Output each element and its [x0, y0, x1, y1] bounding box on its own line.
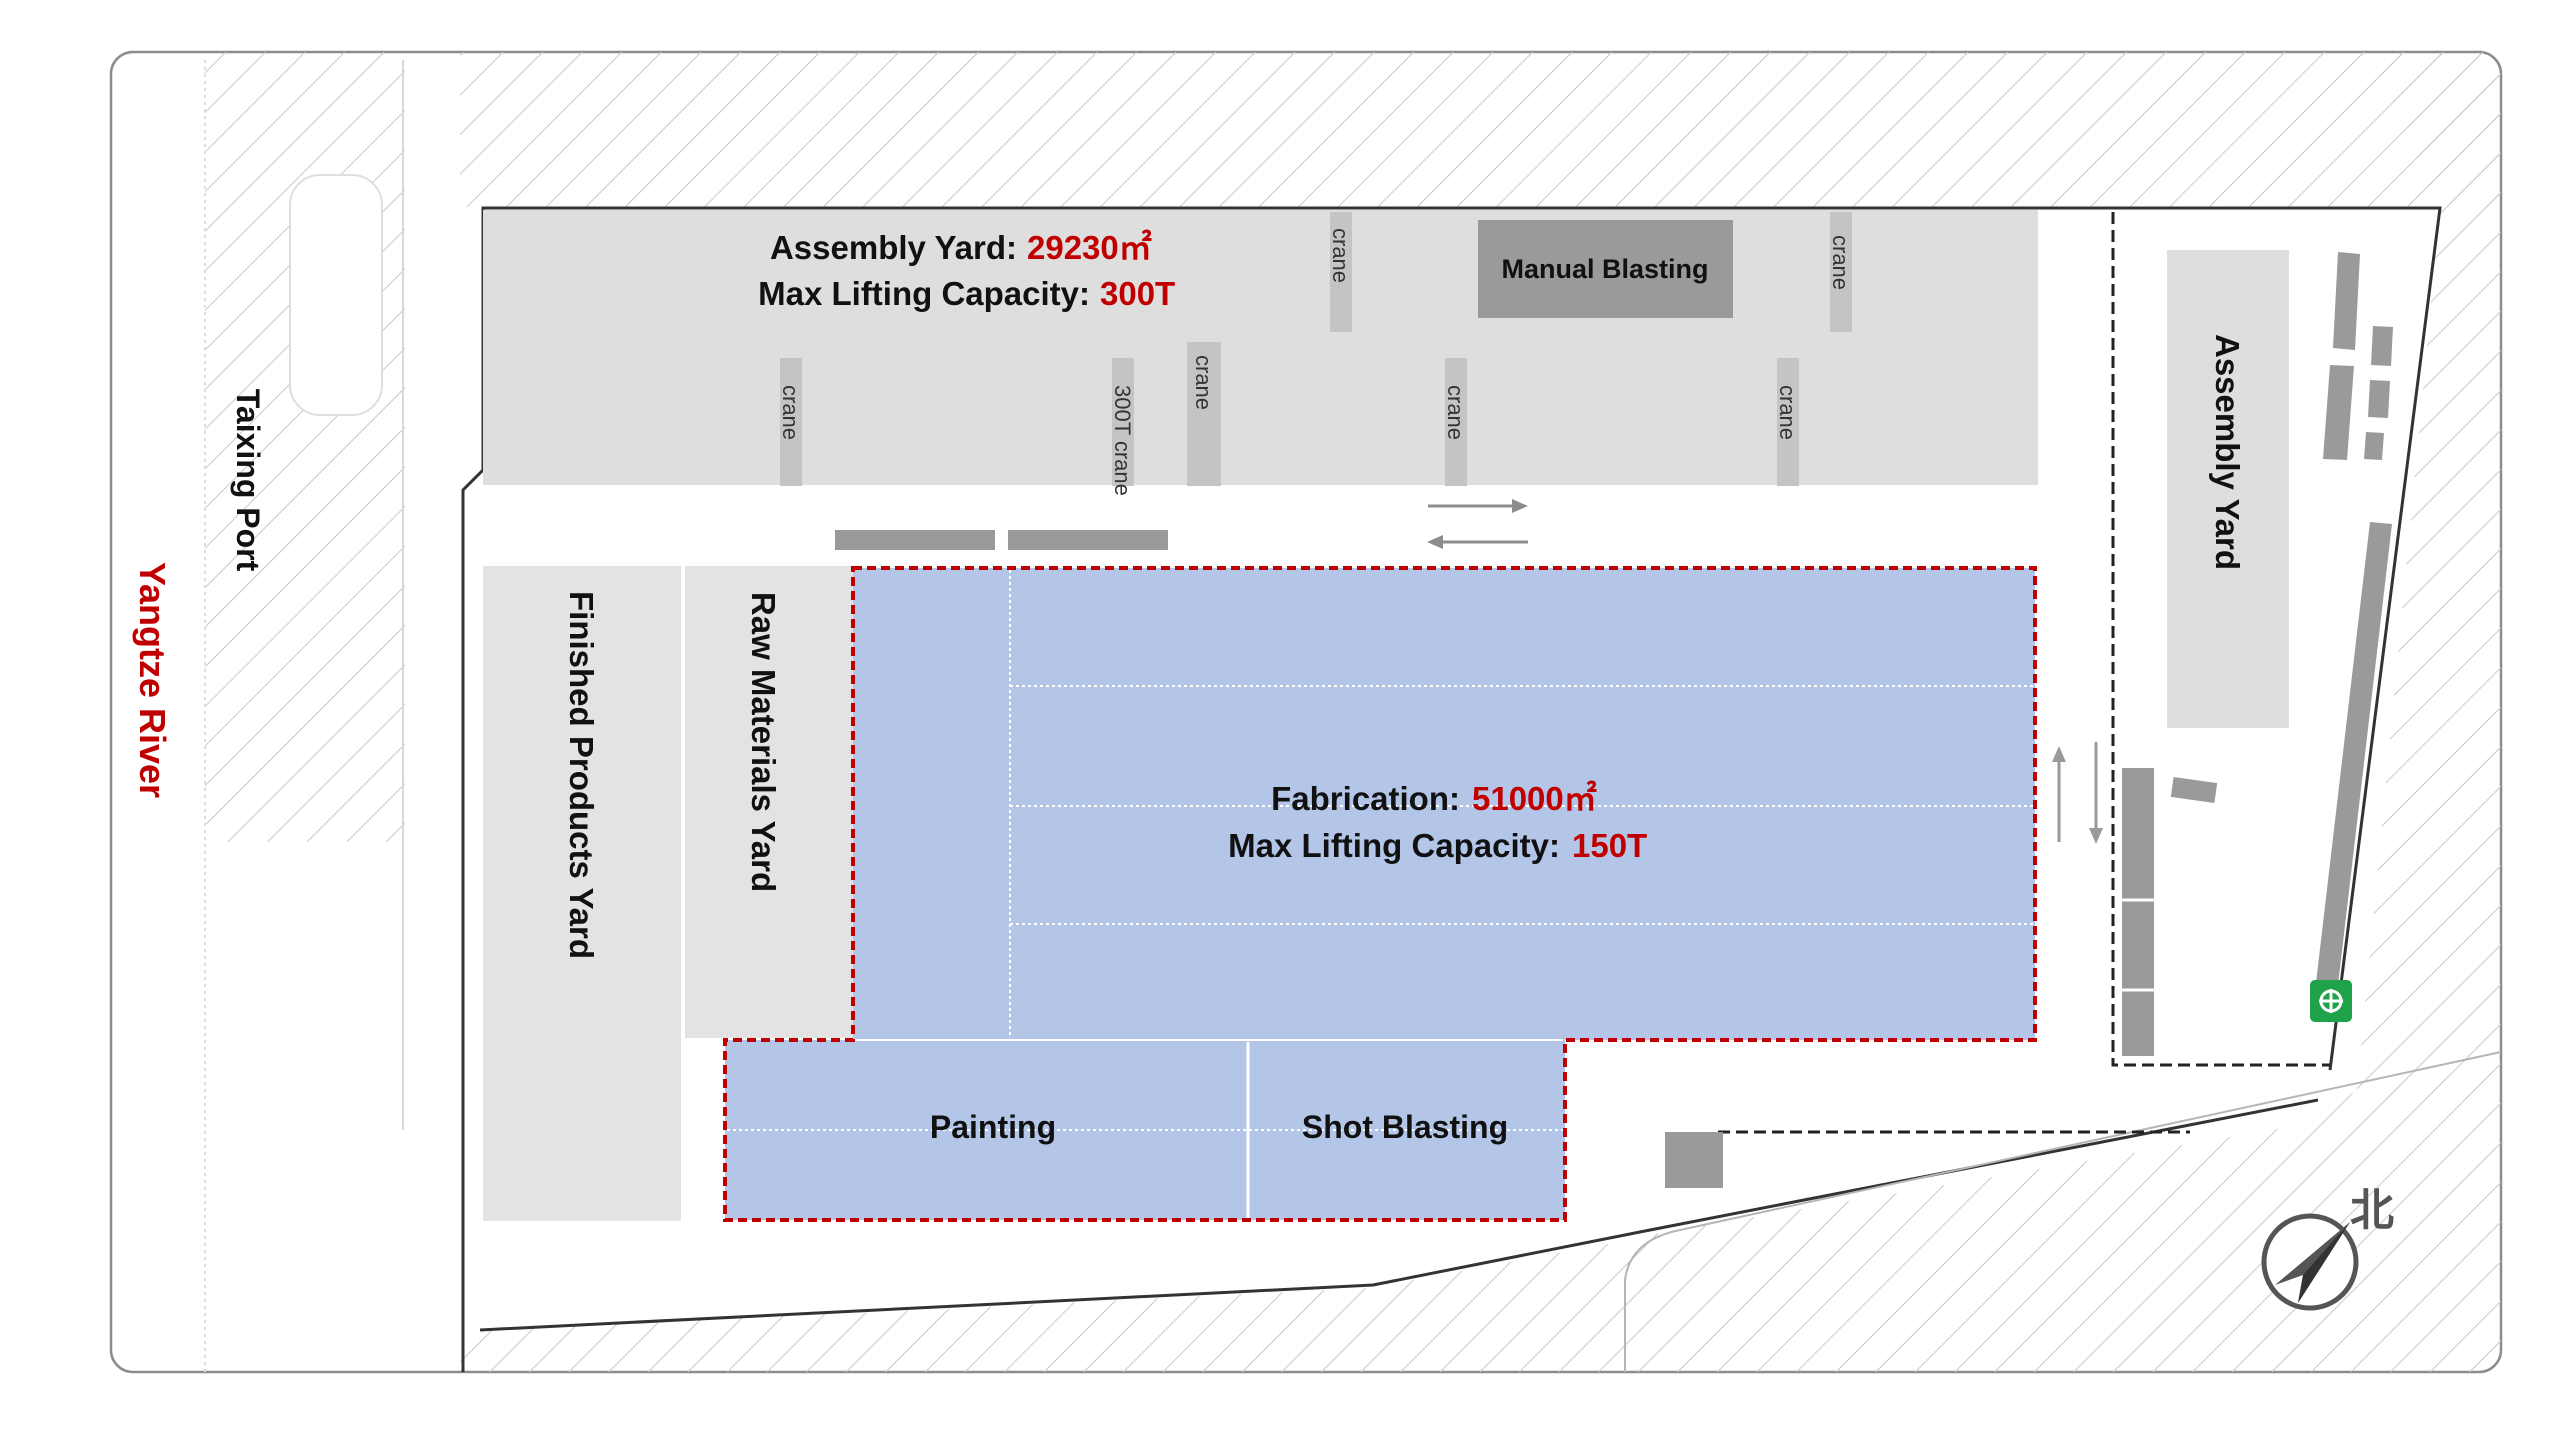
- crane-label: crane: [1775, 385, 1800, 440]
- port-label: Taixing Port: [230, 389, 266, 572]
- south-hatch-area: [460, 1070, 2501, 1372]
- fabrication-capacity-label: Max Lifting Capacity:: [1228, 827, 1560, 864]
- north-label: 北: [2350, 1186, 2394, 1235]
- river-label: Yangtze River: [132, 562, 173, 798]
- crane-strip: [1330, 212, 1352, 332]
- two-way-arrow-icon: [1427, 499, 1528, 549]
- crane-label: crane: [1328, 228, 1353, 283]
- east-hatch-area: [2356, 52, 2501, 1100]
- assembly-yard-area-value: 29230㎡: [1027, 229, 1152, 266]
- raw-materials-yard: [685, 566, 853, 1038]
- fabrication-zone: [725, 568, 2035, 1220]
- crane-strip: [1112, 358, 1134, 486]
- finished-products-yard-label: Finished Products Yard: [563, 591, 600, 959]
- manual-blasting-block: [1478, 220, 1733, 318]
- painting-label: Painting: [930, 1109, 1056, 1145]
- crane-strip: [1777, 358, 1799, 486]
- crane-label: crane: [778, 385, 803, 440]
- assembly-yard-right-label: Assembly Yard: [2209, 334, 2246, 570]
- crane-strip: [1187, 342, 1221, 486]
- crane-label: crane: [1828, 235, 1853, 290]
- shot-blasting-label: Shot Blasting: [1302, 1109, 1508, 1145]
- port-road: [289, 174, 383, 416]
- fabrication-zone-outline: [723, 566, 2037, 1222]
- road-block: [1008, 530, 1168, 550]
- crane-label: crane: [1443, 385, 1468, 440]
- right-zone-boundary: [2111, 212, 2330, 1067]
- fabrication-bay-lines: [727, 570, 2033, 1131]
- emergency-exit-icon: [2310, 980, 2352, 1022]
- south-road-curve: [1624, 1051, 2501, 1372]
- assembly-yard-capacity-value: 300T: [1100, 275, 1175, 312]
- assembly-yard-right: [2167, 250, 2289, 728]
- assembly-yard-top: [483, 210, 2038, 485]
- crane-strip: [1445, 358, 1467, 486]
- fabrication-area-value: 51000㎡: [1472, 780, 1597, 817]
- assembly-yard-capacity-label: Max Lifting Capacity:: [758, 275, 1090, 312]
- crane-label: 300T crane: [1110, 385, 1135, 496]
- crane-strip: [780, 358, 802, 486]
- compass-icon: [2261, 1213, 2359, 1311]
- fabrication-capacity-value: 150T: [1572, 827, 1647, 864]
- finished-products-yard: [483, 566, 681, 1221]
- assembly-yard-area-label: Assembly Yard:: [770, 229, 1017, 266]
- crane-label-300t: crane: [1191, 355, 1216, 410]
- fabrication-area-label: Fabrication:: [1271, 780, 1460, 817]
- road-block: [835, 530, 995, 550]
- crane-strip: [1830, 212, 1852, 332]
- north-hatch-area: [460, 52, 2501, 207]
- right-side-blocks: [1665, 252, 2393, 1188]
- raw-materials-yard-label: Raw Materials Yard: [745, 592, 782, 892]
- manual-blasting-label: Manual Blasting: [1501, 254, 1708, 284]
- two-way-arrow-icon: [2052, 742, 2103, 844]
- right-side-block-gaps: [2122, 898, 2154, 992]
